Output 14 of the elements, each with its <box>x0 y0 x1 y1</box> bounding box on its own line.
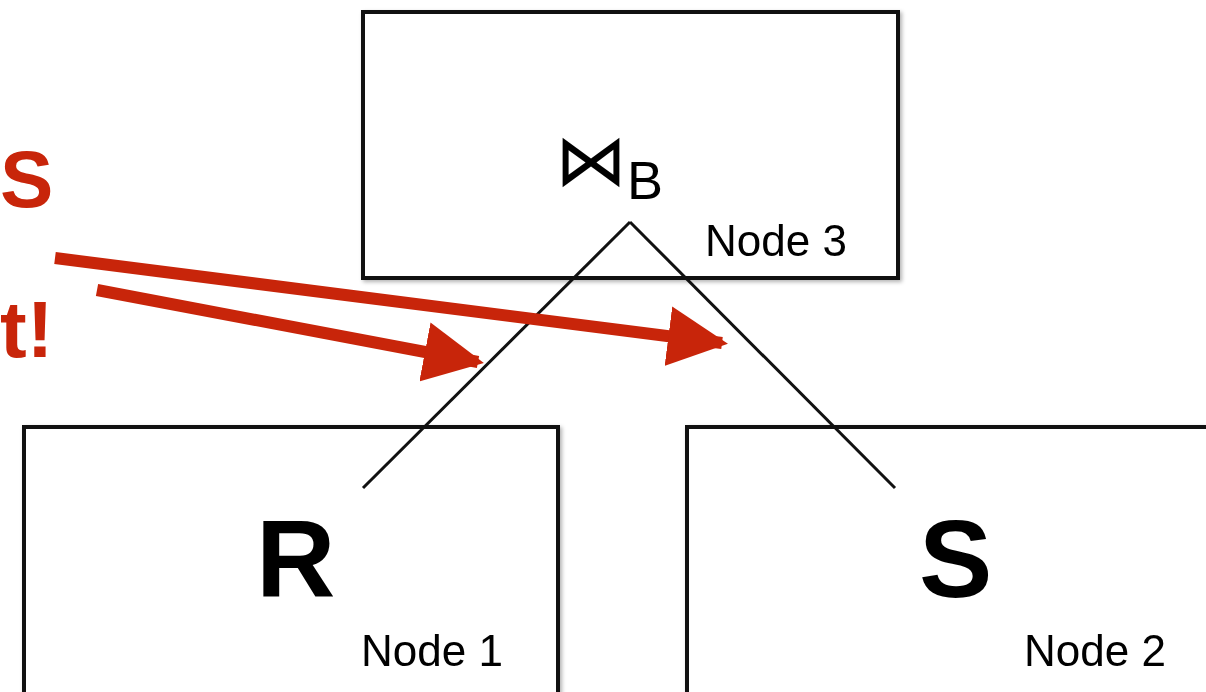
annotation-arrow <box>95 284 484 382</box>
node-label: Node 3 <box>705 219 847 263</box>
relation-name: R <box>256 504 336 614</box>
relation-box <box>685 425 1206 692</box>
tree-edge <box>628 220 897 490</box>
annotation-arrow <box>54 252 728 366</box>
tree-edge <box>361 220 632 490</box>
node-label: Node 1 <box>361 629 503 673</box>
node-label: Node 2 <box>1024 629 1166 673</box>
operator-box <box>361 10 900 280</box>
annotation-text: t! <box>0 290 54 370</box>
relation-box <box>22 425 560 692</box>
relation-name: S <box>919 504 993 614</box>
annotation-text: S <box>0 140 54 220</box>
